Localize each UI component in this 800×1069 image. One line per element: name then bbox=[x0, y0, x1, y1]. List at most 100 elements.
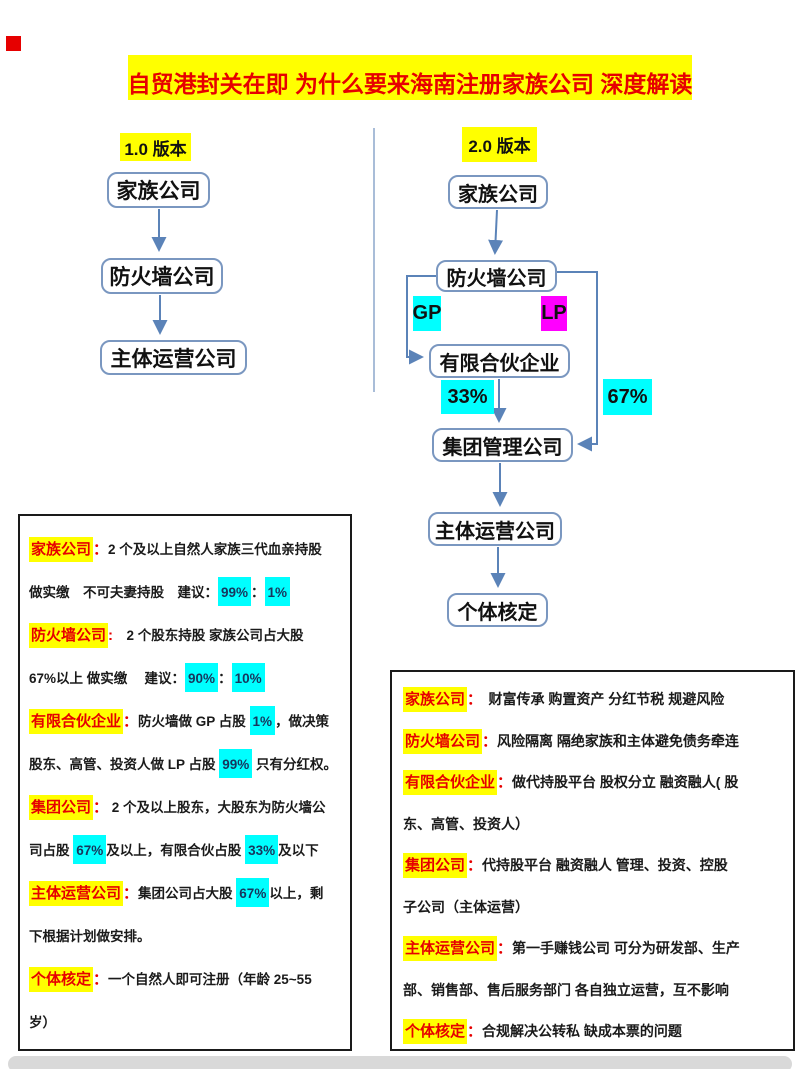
page-title: 自贸港封关在即 为什么要来海南注册家族公司 深度解读 bbox=[127, 70, 693, 97]
panel-text: 集团公司占大股 bbox=[138, 886, 237, 901]
term-colon: ： bbox=[123, 713, 139, 730]
panel-text: 及以上，有限合伙占股 bbox=[106, 843, 246, 858]
term-highlight: 有限合伙企业 bbox=[29, 709, 124, 734]
node-v2-individual-assessment: 个体核定 bbox=[447, 593, 548, 627]
panel-line: 东、高管、投资人） bbox=[403, 804, 782, 846]
panel-line: 司占股 67%及以上，有限合伙占股 33%及以下 bbox=[29, 829, 341, 872]
percent-highlight: 33% bbox=[245, 835, 279, 864]
percent-highlight: 99% bbox=[218, 577, 252, 606]
panel-text: 防火墙做 GP 占股 bbox=[138, 714, 250, 729]
gp-tag: GP bbox=[413, 296, 441, 331]
panel-text: 只有分红权。 bbox=[252, 757, 338, 772]
panel-text: ： bbox=[251, 585, 265, 600]
term-highlight: 个体核定 bbox=[29, 967, 94, 992]
panel-line: 有限合伙企业：做代持股平台 股权分立 融资融人( 股 bbox=[403, 762, 782, 804]
node-v2-limited-partnership: 有限合伙企业 bbox=[429, 344, 570, 378]
term-highlight: 集团公司 bbox=[403, 853, 468, 878]
term-colon: ： bbox=[93, 541, 109, 558]
panel-text: 做代持股平台 股权分立 融资融人( 股 bbox=[512, 774, 739, 790]
term-colon: ： bbox=[467, 857, 483, 874]
panel-line: 家族公司： 财富传承 购置资产 分红节税 规避风险 bbox=[403, 679, 782, 721]
panel-text: 以上，剩 bbox=[269, 886, 324, 901]
page-title-band: 自贸港封关在即 为什么要来海南注册家族公司 深度解读 bbox=[128, 55, 692, 100]
panel-line: 防火墙公司: 2 个股东持股 家族公司占大股 bbox=[29, 614, 341, 657]
panel-text: 一个自然人即可注册（年龄 25~55 bbox=[108, 972, 312, 987]
node-v2-group-management-company: 集团管理公司 bbox=[432, 428, 573, 462]
panel-text: 风险隔离 隔绝家族和主体避免债务牵连 bbox=[497, 732, 739, 749]
term-highlight: 防火墙公司 bbox=[29, 623, 109, 648]
percent-highlight: 99% bbox=[219, 749, 253, 778]
version-1-label: 1.0 版本 bbox=[120, 133, 191, 161]
panel-text: 部、销售部、售后服务部门 各自独立运营，互不影响 bbox=[403, 981, 729, 998]
term-highlight: 个体核定 bbox=[403, 1019, 468, 1044]
panel-line: 做实缴 不可夫妻持股 建议：99%：1% bbox=[29, 571, 341, 614]
node-v1-operating-company: 主体运营公司 bbox=[100, 340, 247, 375]
term-highlight: 有限合伙企业 bbox=[403, 770, 498, 795]
panel-line: 子公司（主体运营） bbox=[403, 887, 782, 929]
panel-line: 家族公司：2 个及以上自然人家族三代血亲持股 bbox=[29, 528, 341, 571]
panel-text: 子公司（主体运营） bbox=[403, 898, 529, 915]
version-2-label: 2.0 版本 bbox=[462, 127, 537, 162]
percent-highlight: 10% bbox=[231, 663, 265, 692]
corner-red-mark bbox=[6, 36, 21, 51]
panel-line: 个体核定：合规解决公转私 缺成本票的问题 bbox=[403, 1011, 782, 1049]
panel-text: 做实缴 不可夫妻持股 建议： bbox=[29, 585, 218, 600]
term-highlight: 防火墙公司 bbox=[403, 728, 483, 754]
panel-text: 67%以上 做实缴 建议： bbox=[29, 671, 186, 686]
term-highlight: 家族公司 bbox=[403, 687, 468, 712]
panel-text: 股东、高管、投资人做 LP 占股 bbox=[29, 757, 220, 772]
panel-line: 防火墙公司：风险隔离 隔绝家族和主体避免债务牵连 bbox=[403, 721, 782, 763]
term-highlight: 家族公司 bbox=[29, 537, 94, 562]
panel-text: 下根据计划做安排。 bbox=[29, 929, 151, 944]
term-colon: ： bbox=[497, 774, 513, 791]
bottom-bar bbox=[8, 1056, 792, 1069]
share-33-tag: 33% bbox=[441, 380, 494, 414]
panel-text: 2 个及以上股东，大股东为防火墙公 bbox=[108, 800, 326, 815]
panel-line: 主体运营公司：集团公司占大股 67%以上，剩 bbox=[29, 872, 341, 915]
panel-text: 财富传承 购置资产 分红节税 规避风险 bbox=[474, 691, 725, 707]
panel-text: ，做决策 bbox=[275, 714, 330, 729]
right-benefits-panel: 家族公司： 财富传承 购置资产 分红节税 规避风险防火墙公司：风险隔离 隔绝家族… bbox=[390, 670, 795, 1051]
term-colon: ： bbox=[482, 732, 498, 750]
panel-text: 2 个股东持股 家族公司占大股 bbox=[113, 628, 304, 643]
term-colon: ： bbox=[467, 1023, 483, 1040]
term-colon: : bbox=[108, 627, 114, 644]
node-v2-firewall-company: 防火墙公司 bbox=[436, 260, 557, 292]
term-colon: ： bbox=[467, 691, 475, 708]
panel-line: 集团公司：代持股平台 融资融人 管理、投资、控股 bbox=[403, 845, 782, 887]
percent-highlight: 1% bbox=[264, 577, 291, 606]
percent-highlight: 1% bbox=[249, 706, 276, 735]
node-v2-family-company: 家族公司 bbox=[448, 175, 548, 209]
panel-line: 67%以上 做实缴 建议：90%：10% bbox=[29, 657, 341, 700]
node-v1-family-company: 家族公司 bbox=[107, 172, 210, 208]
term-colon: ： bbox=[497, 940, 513, 957]
panel-text: 东、高管、投资人） bbox=[403, 815, 529, 832]
panel-text: ： bbox=[218, 671, 232, 686]
panel-text: 第一手赚钱公司 可分为研发部、生产 bbox=[512, 940, 740, 956]
panel-line: 个体核定：一个自然人即可注册（年龄 25~55 bbox=[29, 958, 341, 1001]
panel-line: 集团公司： 2 个及以上股东，大股东为防火墙公 bbox=[29, 786, 341, 829]
panel-line: 下根据计划做安排。 bbox=[29, 915, 341, 958]
share-67-tag: 67% bbox=[603, 379, 652, 415]
term-colon: ： bbox=[93, 971, 109, 988]
panel-text: 合规解决公转私 缺成本票的问题 bbox=[482, 1023, 682, 1039]
left-definitions-panel: 家族公司：2 个及以上自然人家族三代血亲持股做实缴 不可夫妻持股 建议：99%：… bbox=[18, 514, 352, 1051]
term-colon: ： bbox=[123, 885, 139, 902]
percent-highlight: 67% bbox=[236, 878, 270, 907]
panel-line: 主体运营公司：第一手赚钱公司 可分为研发部、生产 bbox=[403, 928, 782, 970]
term-highlight: 主体运营公司 bbox=[29, 881, 124, 906]
panel-text: 及以下 bbox=[278, 843, 319, 858]
panel-line: 部、销售部、售后服务部门 各自独立运营，互不影响 bbox=[403, 970, 782, 1012]
node-v1-firewall-company: 防火墙公司 bbox=[101, 258, 223, 294]
panel-line: 有限合伙企业：防火墙做 GP 占股 1%，做决策 bbox=[29, 700, 341, 743]
lp-tag: LP bbox=[541, 296, 567, 331]
panel-text: 代持股平台 融资融人 管理、投资、控股 bbox=[482, 857, 728, 873]
panel-text: 岁） bbox=[29, 1015, 56, 1030]
term-highlight: 主体运营公司 bbox=[403, 936, 498, 961]
panel-line: 股东、高管、投资人做 LP 占股 99% 只有分红权。 bbox=[29, 743, 341, 786]
panel-text: 司占股 bbox=[29, 843, 74, 858]
term-highlight: 集团公司 bbox=[29, 795, 94, 820]
term-colon: ： bbox=[93, 799, 109, 816]
panel-line: 岁） bbox=[29, 1001, 341, 1044]
